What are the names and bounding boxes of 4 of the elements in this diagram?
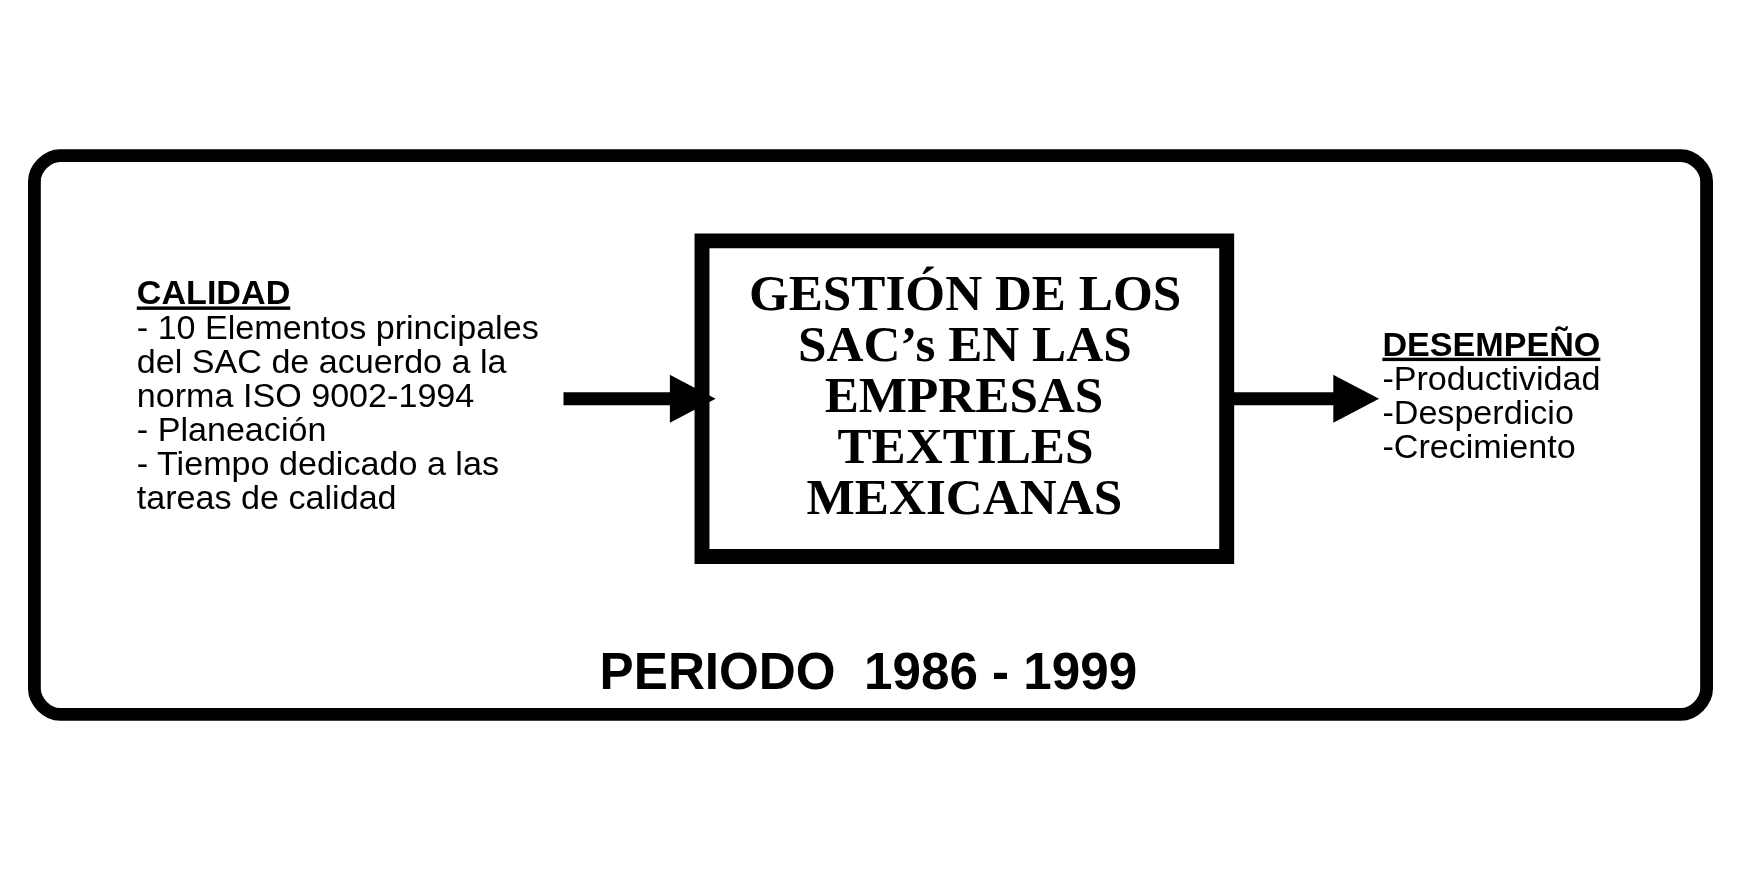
node-text: CALIDAD - 10 Elementos principales del SAC de acuerdo a la norma ISO 9002-1994 - Planeación - Tiempo dedicado a las tareas de calidad bbox=[136, 272, 539, 516]
node-text: DESEMPEÑO -Productividad -Desperdicio -Crecimiento bbox=[1382, 324, 1601, 465]
arrow bbox=[563, 374, 716, 423]
node-box: GESTIÓN DE LOS SAC’s EN LAS EMPRESAS TEXTILES MEXICANAS bbox=[694, 232, 1235, 564]
